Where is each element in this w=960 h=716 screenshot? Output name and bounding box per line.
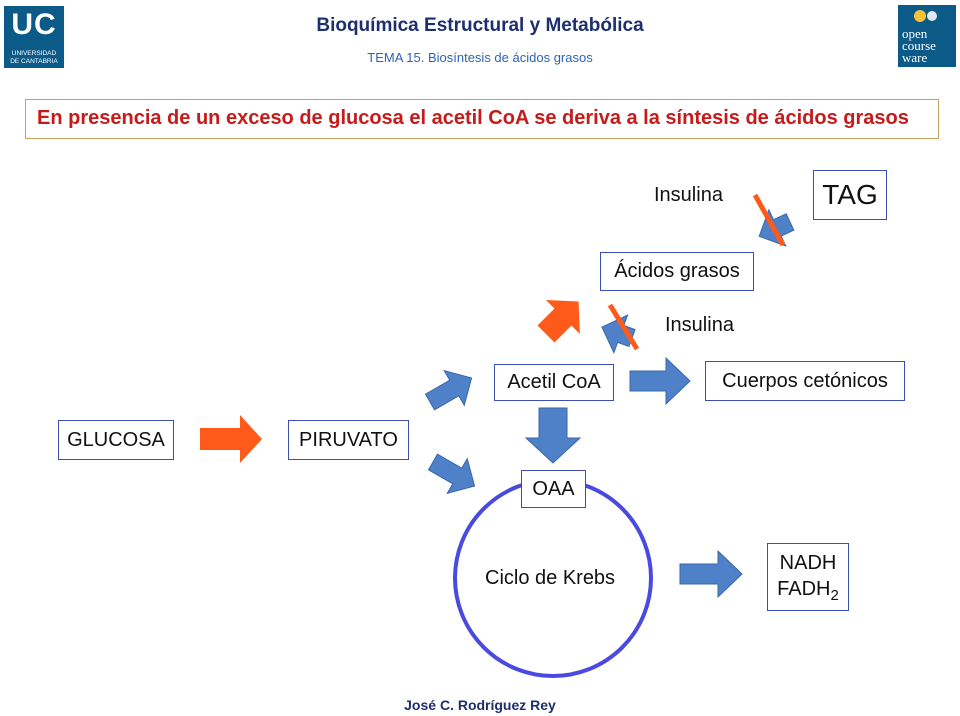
cuerpos-cetonicos-box: Cuerpos cetónicos <box>705 361 905 401</box>
fadh-base: FADH <box>777 578 831 600</box>
ocw-emblem-icon <box>914 10 937 22</box>
acetilcoa-to-acidos-arrow <box>537 300 580 343</box>
acetil-coa-box: Acetil CoA <box>494 364 614 401</box>
acetilcoa-to-cuerpos-arrow <box>629 356 691 406</box>
piruvato-box: PIRUVATO <box>288 420 409 460</box>
fadh-subscript: 2 <box>830 587 839 604</box>
piruvato-to-acetilcoa-arrow <box>424 369 473 411</box>
acetilcoa-to-oaa-arrow <box>524 407 582 464</box>
uc-name: UNIVERSIDAD DE CANTABRIA <box>4 50 64 66</box>
acidos-grasos-label: Ácidos grasos <box>614 260 740 282</box>
ocw-line1: open <box>902 26 928 41</box>
course-title: Bioquímica Estructural y Metabólica <box>316 15 644 36</box>
cuerpos-cetonicos-label: Cuerpos cetónicos <box>722 370 888 392</box>
uc-line1: UNIVERSIDAD <box>11 50 57 57</box>
piruvato-to-oaa-arrow <box>427 453 476 495</box>
statement-banner: En presencia de un exceso de glucosa el … <box>25 99 939 139</box>
nadh-fadh-box: NADH FADH2 <box>767 543 849 611</box>
ocw-line2: course <box>902 38 936 53</box>
tag-box: TAG <box>813 170 887 220</box>
university-logo: UC UNIVERSIDAD DE CANTABRIA <box>4 6 64 68</box>
acidos-to-acetilcoa-arrow <box>601 314 636 354</box>
acidos-grasos-box: Ácidos grasos <box>600 252 754 291</box>
topic-subtitle: TEMA 15. Biosíntesis de ácidos grasos <box>367 50 593 65</box>
inhibition-bar-mid <box>607 303 640 351</box>
glucosa-label: GLUCOSA <box>67 429 165 451</box>
glucosa-to-piruvato-arrow <box>200 415 262 463</box>
uc-line2: DE CANTABRIA <box>10 58 58 65</box>
opencourseware-logo: open course ware <box>898 5 956 67</box>
oaa-label: OAA <box>532 478 575 500</box>
uc-letters: UC <box>11 8 57 41</box>
tag-label: TAG <box>822 179 878 210</box>
inhibition-bar-top <box>752 193 786 247</box>
krebs-to-nadh-arrow <box>679 549 743 599</box>
ocw-line3: ware <box>902 50 928 65</box>
insulina-top-label: Insulina <box>654 184 723 206</box>
fadh-label: FADH2 <box>768 576 848 609</box>
glucosa-box: GLUCOSA <box>58 420 174 460</box>
acetil-coa-label: Acetil CoA <box>507 371 601 393</box>
nadh-label: NADH <box>779 552 837 574</box>
author-footer: José C. Rodríguez Rey <box>404 697 556 713</box>
piruvato-label: PIRUVATO <box>299 429 398 451</box>
ciclo-krebs-label: Ciclo de Krebs <box>485 567 616 589</box>
statement-text: En presencia de un exceso de glucosa el … <box>37 107 909 129</box>
insulina-mid-label: Insulina <box>665 314 734 336</box>
oaa-box: OAA <box>521 470 586 508</box>
